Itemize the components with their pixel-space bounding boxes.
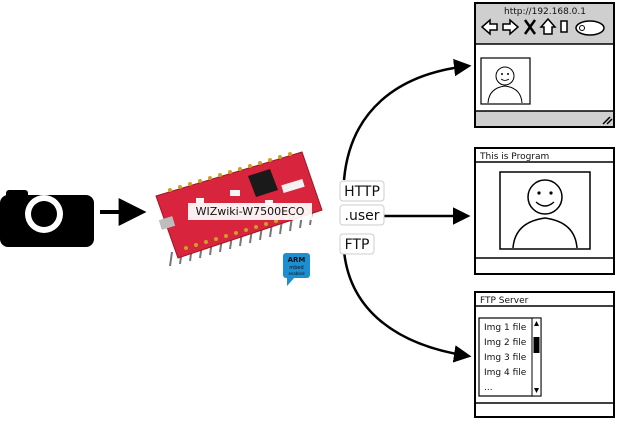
- browser-window: http://192.168.0.1: [474, 2, 615, 128]
- ftp-file-item[interactable]: ...: [484, 383, 493, 393]
- ftp-file-item[interactable]: Img 1 file: [484, 323, 527, 333]
- arrow-to-browser: [342, 58, 472, 181]
- arm-mbed-badge: ARM mbed enabled: [283, 253, 310, 286]
- browser-face-image: [480, 57, 531, 105]
- close-x-icon: [523, 19, 537, 35]
- resize-grip-icon[interactable]: [602, 116, 613, 125]
- ftp-scrollbar[interactable]: [531, 317, 542, 397]
- ftp-window: FTP Server Img 1 file Img 2 file Img 3 f…: [474, 291, 615, 418]
- ftp-file-item[interactable]: Img 2 file: [484, 338, 527, 348]
- svg-text:FTP: FTP: [345, 237, 370, 253]
- scroll-thumb[interactable]: [533, 337, 540, 353]
- scroll-down-icon[interactable]: [534, 388, 539, 393]
- board-label: WIZwiki-W7500ECO: [196, 205, 305, 218]
- arrow-to-ftp: [342, 250, 472, 363]
- arm-badge-line2: mbed: [289, 265, 303, 271]
- page-icon: [560, 20, 568, 33]
- program-face-image: [499, 171, 591, 250]
- camera-icon: [0, 190, 94, 247]
- browser-url: http://192.168.0.1: [504, 7, 586, 17]
- ftp-title: FTP Server: [480, 296, 529, 306]
- forward-arrow-icon: [502, 18, 520, 36]
- arm-badge-line1: ARM: [288, 256, 306, 264]
- arm-badge-line3: enabled: [288, 271, 305, 276]
- ftp-file-item[interactable]: Img 3 file: [484, 353, 527, 363]
- home-icon: [539, 17, 557, 35]
- back-arrow-icon: [480, 18, 498, 36]
- ftp-file-item[interactable]: Img 4 file: [484, 368, 527, 378]
- protocol-label-user: .user: [339, 204, 385, 226]
- svg-text:HTTP: HTTP: [344, 184, 380, 200]
- search-oval-icon: [575, 20, 605, 36]
- svg-text:.user: .user: [345, 208, 380, 224]
- program-title: This is Program: [479, 152, 549, 162]
- protocol-label-ftp: FTP: [339, 233, 375, 255]
- program-window: This is Program: [474, 147, 615, 275]
- protocol-label-http: HTTP: [339, 180, 385, 202]
- scroll-up-icon[interactable]: [534, 321, 539, 326]
- board-image: WIZwiki-W7500ECO: [155, 151, 323, 267]
